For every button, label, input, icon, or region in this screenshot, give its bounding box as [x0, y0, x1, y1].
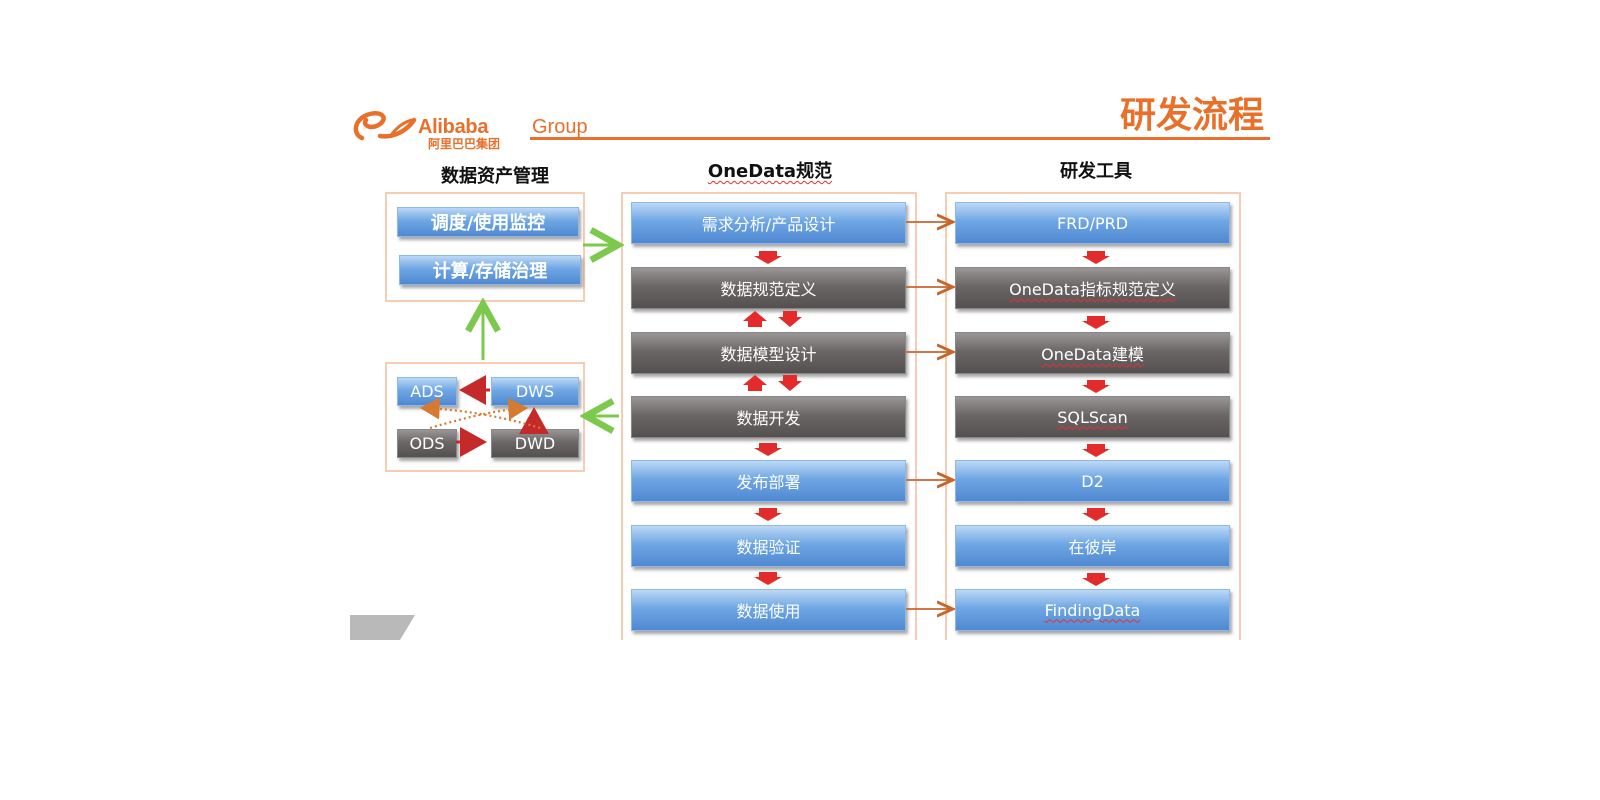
arrow-down-icon: [754, 251, 782, 264]
flow-arrows: [419, 92, 1110, 640]
arrow-down-icon: [1082, 251, 1110, 264]
tool-zaibian[interactable]: 在彼岸: [955, 525, 1230, 567]
green-arrows: [483, 245, 619, 416]
arrow-down-icon: [778, 375, 802, 391]
arrow-down-icon: [1082, 444, 1110, 457]
tool-zaibian-label: 在彼岸: [1068, 538, 1117, 557]
page-title: 研发流程: [1119, 95, 1264, 136]
onedata-step-development[interactable]: 数据开发: [631, 396, 906, 438]
onedata-down-arrows: [743, 251, 802, 585]
onedata-step-validation[interactable]: 数据验证: [631, 525, 906, 567]
onedata-column-title-text: OneData规范: [707, 161, 833, 182]
tool-frd-prd[interactable]: FRD/PRD: [955, 202, 1230, 244]
onedata-to-tool-connectors: [906, 222, 953, 609]
logo-group-text: Group: [532, 116, 588, 138]
alibaba-logo: Alibaba Group 阿里巴巴集团: [352, 104, 602, 151]
tool-frd-prd-label: FRD/PRD: [1056, 213, 1129, 233]
onedata-step-requirements[interactable]: 需求分析/产品设计: [631, 202, 906, 244]
slide: Alibaba Group 阿里巴巴集团 研发流程 数据资产管理 OneData…: [350, 92, 1270, 640]
onedata-step-usage[interactable]: 数据使用: [631, 589, 906, 631]
tool-onedata-metric-spec-label: OneData指标规范定义: [1009, 280, 1176, 299]
tool-onedata-metric-spec[interactable]: OneData指标规范定义: [955, 267, 1230, 309]
onedata-step-spec-definition[interactable]: 数据规范定义: [631, 267, 906, 309]
arrow-down-icon: [1082, 380, 1110, 393]
onedata-column-title: OneData规范: [630, 162, 910, 182]
title-divider: [530, 137, 1270, 140]
onedata-step-deployment[interactable]: 发布部署: [631, 460, 906, 502]
tool-d2-label: D2: [1081, 471, 1104, 491]
tools-frame: [945, 192, 1241, 640]
alibaba-smile-icon: [353, 111, 417, 141]
tool-sqlscan[interactable]: SQLScan: [955, 396, 1230, 438]
tool-onedata-modeling-label: OneData建模: [1041, 345, 1144, 364]
onedata-step-model-design[interactable]: 数据模型设计: [631, 332, 906, 374]
onedata-frame: [621, 192, 917, 640]
arrow-down-icon: [1082, 316, 1110, 329]
arrow-down-icon: [754, 572, 782, 585]
arrow-down-icon: [1082, 508, 1110, 521]
layer-dws[interactable]: DWS: [491, 377, 579, 406]
layer-dotted-arrows: [419, 397, 541, 430]
tools-down-arrows: [1082, 251, 1110, 586]
tool-d2[interactable]: D2: [955, 460, 1230, 502]
layer-red-arrows: [456, 375, 549, 457]
arrow-down-icon: [778, 311, 802, 327]
tools-column-title: 研发工具: [1060, 161, 1132, 182]
arrow-down-icon: [754, 443, 782, 456]
logo-chinese-text: 阿里巴巴集团: [428, 137, 501, 151]
arrow-up-icon: [743, 375, 767, 391]
asset-item-governance[interactable]: 计算/存储治理: [399, 255, 581, 285]
logo-wordmark: Alibaba: [418, 116, 489, 138]
arrow-down-icon: [754, 508, 782, 521]
asset-item-monitoring[interactable]: 调度/使用监控: [397, 207, 579, 237]
tool-findingdata[interactable]: FindingData: [955, 589, 1230, 631]
slide-corner-tab: [350, 615, 415, 640]
arrow-up-icon: [743, 311, 767, 327]
tool-findingdata-label: FindingData: [1044, 600, 1141, 620]
tool-sqlscan-label: SQLScan: [1057, 407, 1128, 427]
arrow-down-icon: [1082, 573, 1110, 586]
tool-onedata-modeling[interactable]: OneData建模: [955, 332, 1230, 374]
layer-ods[interactable]: ODS: [397, 429, 457, 458]
asset-column-title: 数据资产管理: [441, 166, 549, 187]
